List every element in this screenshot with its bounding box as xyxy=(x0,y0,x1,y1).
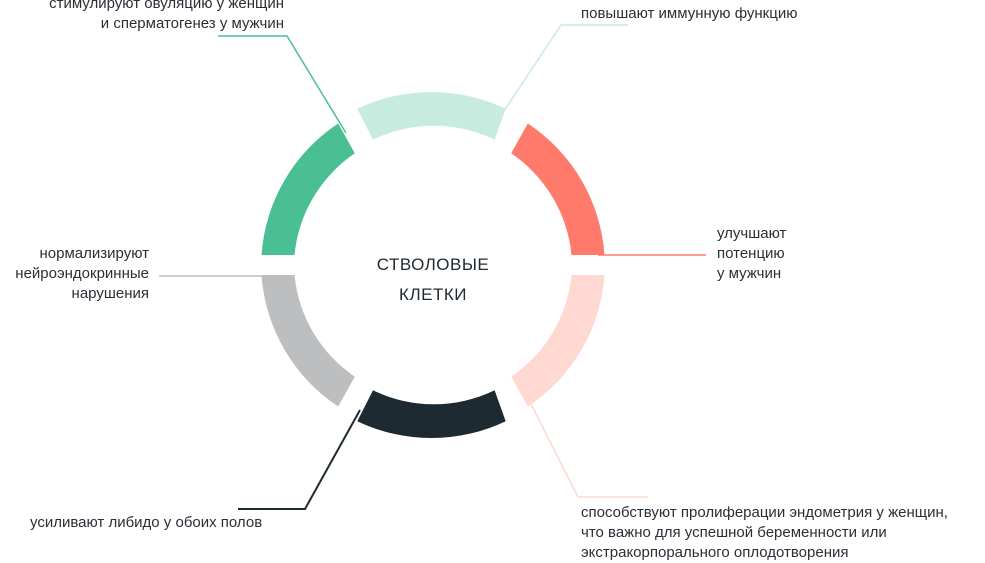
label-libido-line1: усиливают либидо у обоих полов xyxy=(30,514,263,531)
label-potency-line1: улучшают xyxy=(717,225,787,242)
leader-line-endometrium xyxy=(527,397,648,498)
ring-segment-ovulation xyxy=(261,123,355,255)
label-potency: улучшают потенцию у мужчин xyxy=(717,224,786,284)
leader-line-libido xyxy=(238,409,361,510)
ring-segment-potency xyxy=(511,123,605,255)
label-ovulation-line2: и сперматогенез у мужчин xyxy=(100,15,284,32)
leader-line-ovulation xyxy=(218,35,347,134)
ring-segment-libido xyxy=(357,390,506,439)
label-neuro-line3: нарушения xyxy=(71,285,149,302)
center-title-line2: КЛЕТКИ xyxy=(399,285,467,304)
label-potency-line3: у мужчин xyxy=(717,265,782,282)
label-immune-line1: повышают иммунную функцию xyxy=(581,5,798,22)
label-neuro-line2: нейроэндокринные xyxy=(15,265,149,282)
label-neuro: нормализируют нейроэндокринные нарушения xyxy=(15,244,149,304)
label-neuro-line1: нормализируют xyxy=(39,245,149,262)
label-ovulation: стимулируют овуляцию у женщин и спермато… xyxy=(49,0,284,34)
label-endometrium-line2: что важно для успешной беременности или xyxy=(581,524,887,541)
ring-segment-endometrium xyxy=(511,275,605,407)
label-libido: усиливают либидо у обоих полов xyxy=(30,513,262,533)
label-potency-line2: потенцию xyxy=(717,245,785,262)
ring-segment-neuro xyxy=(261,275,355,407)
label-endometrium: способствуют пролиферации эндометрия у ж… xyxy=(581,503,948,563)
center-title: СТВОЛОВЫЕ КЛЕТКИ xyxy=(353,250,513,310)
leader-line-immune xyxy=(495,24,628,124)
label-immune: повышают иммунную функцию xyxy=(581,4,797,24)
label-endometrium-line3: экстракорпорального оплодотворения xyxy=(581,544,849,561)
label-endometrium-line1: способствуют пролиферации эндометрия у ж… xyxy=(581,504,948,521)
center-title-line1: СТВОЛОВЫЕ xyxy=(376,255,490,274)
label-ovulation-line1: стимулируют овуляцию у женщин xyxy=(49,0,284,12)
ring-segment-immune xyxy=(357,91,506,140)
